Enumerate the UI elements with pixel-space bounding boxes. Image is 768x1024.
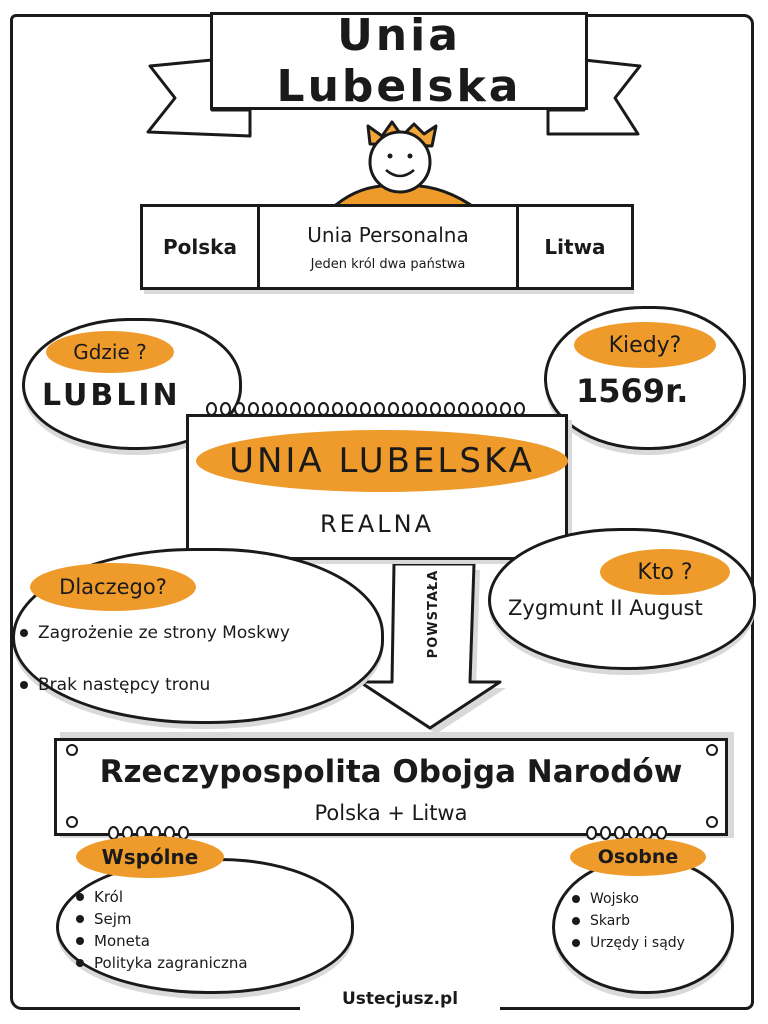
center-card-rings [206, 402, 525, 416]
king-figure [328, 120, 479, 212]
personal-union-title: Unia Personalna [307, 222, 469, 247]
personal-union-right: Litwa [516, 204, 634, 290]
page-title: Unia Lubelska [276, 10, 522, 112]
list-item: Król [74, 886, 248, 908]
result-plaque [54, 738, 728, 836]
common-label-pill: Wspólne [76, 836, 224, 878]
why-question-pill: Dlaczego? [30, 563, 196, 611]
who-answer: Zygmunt II August [508, 596, 703, 620]
result-title: Rzeczypospolita Obojga Narodów [99, 754, 683, 790]
common-rings [108, 826, 189, 840]
separate-items: Wojsko Skarb Urzędy i sądy [570, 888, 685, 954]
list-item: Urzędy i sądy [570, 932, 685, 954]
king-face [368, 130, 432, 194]
list-item: Moneta [74, 930, 248, 952]
arrow-down-icon [358, 562, 506, 734]
list-item: Zagrożenie ze strony Moskwy [18, 620, 290, 646]
why-reasons: Zagrożenie ze strony Moskwy Brak następc… [18, 620, 290, 698]
list-item: Brak następcy tronu [18, 672, 290, 698]
when-answer: 1569r. [576, 372, 689, 410]
center-card-title: UNIA LUBELSKA [229, 441, 535, 481]
list-item: Sejm [74, 908, 248, 930]
list-item: Skarb [570, 910, 685, 932]
footer-credit: Ustecjusz.pl [300, 986, 500, 1012]
personal-union-subtitle: Jeden król dwa państwa [310, 256, 466, 272]
when-question-pill: Kiedy? [574, 322, 716, 368]
who-cloud [488, 528, 756, 670]
who-question-pill: Kto ? [600, 549, 730, 595]
list-item: Wojsko [570, 888, 685, 910]
center-card-type: REALNA [320, 510, 434, 538]
list-item: Polityka zagraniczna [74, 952, 248, 974]
separate-label-pill: Osobne [570, 838, 706, 876]
personal-union-middle: Unia Personalna Jeden król dwa państwa [257, 204, 519, 290]
ribbon-right-tail [546, 58, 642, 136]
where-answer: LUBLIN [42, 378, 181, 413]
personal-union-left: Polska [140, 204, 260, 290]
title-banner: Unia Lubelska [210, 10, 588, 112]
center-card-title-pill: UNIA LUBELSKA [196, 430, 568, 492]
result-subtitle: Polska + Litwa [314, 801, 468, 825]
ribbon-left-tail [146, 58, 252, 138]
common-items: Król Sejm Moneta Polityka zagraniczna [74, 886, 248, 974]
where-question-pill: Gdzie ? [46, 331, 174, 373]
